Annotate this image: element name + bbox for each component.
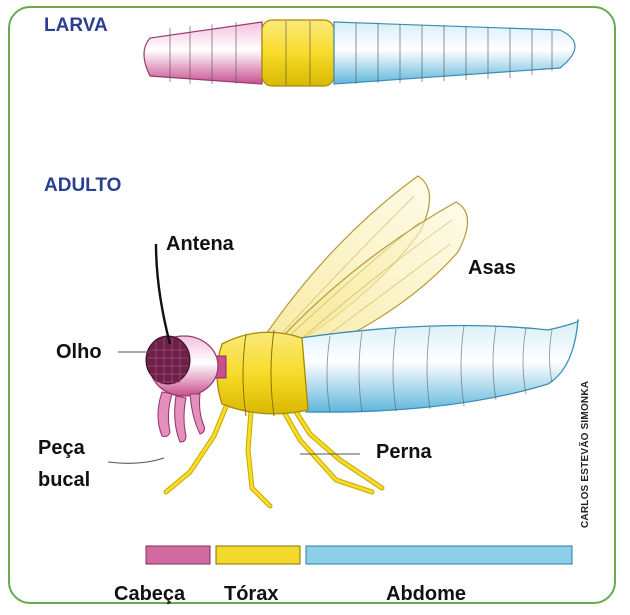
larva	[144, 20, 575, 86]
legend-bar-thorax	[216, 546, 300, 564]
legend-bars	[146, 546, 572, 564]
legend-bar-abdomen	[306, 546, 572, 564]
legend-bar-head	[146, 546, 210, 564]
legend-label-head: Cabeça	[114, 584, 185, 604]
label-eye: Olho	[56, 342, 102, 362]
label-mouthpart-line2: bucal	[38, 470, 90, 490]
adult-thorax	[217, 330, 308, 416]
label-antenna: Antena	[166, 234, 234, 254]
label-leg: Perna	[376, 442, 432, 462]
adult-head	[146, 336, 226, 442]
legend-label-thorax: Tórax	[224, 584, 278, 604]
legend-label-abdomen: Abdome	[386, 584, 466, 604]
adult-abdomen	[300, 320, 578, 412]
label-mouthpart-line1: Peça	[38, 438, 85, 458]
mouthpart-leader-line	[108, 458, 164, 463]
label-wings: Asas	[468, 258, 516, 278]
antenna	[156, 244, 170, 344]
artist-credit: CARLOS ESTEVÃO SIMONKA	[580, 381, 591, 528]
